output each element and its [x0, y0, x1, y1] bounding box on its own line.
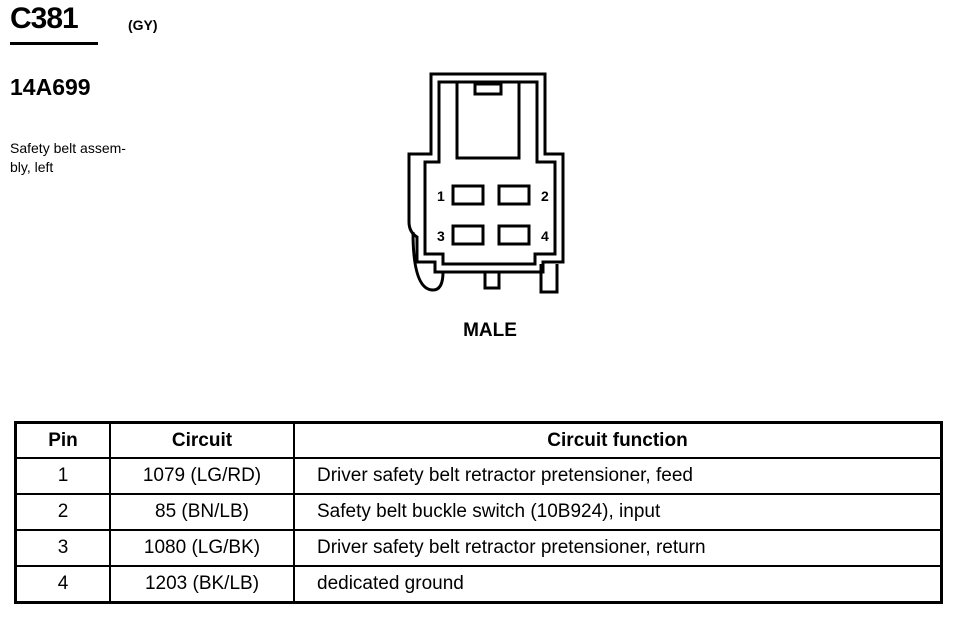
function-cell: Driver safety belt retractor pretensione… — [293, 457, 943, 495]
right-terminal-post — [539, 264, 559, 294]
pin-cell: 4 — [14, 565, 111, 604]
header-circuit-function: Circuit function — [293, 421, 943, 459]
circuit-cell: 1203 (BK/LB) — [109, 565, 295, 604]
pin-cell: 2 — [14, 493, 111, 531]
description-line-2: bly, left — [10, 159, 54, 175]
pin-label-3: 3 — [437, 228, 445, 244]
description-line-1: Safety belt assem- — [10, 140, 126, 156]
latch-slot — [455, 82, 521, 160]
connector-id-underline — [10, 42, 98, 45]
circuit-cell: 1079 (LG/RD) — [109, 457, 295, 495]
pin-label-4: 4 — [541, 228, 549, 244]
pin-cavity-4 — [497, 224, 531, 246]
header-circuit: Circuit — [109, 421, 295, 459]
part-number: 14A699 — [10, 74, 91, 100]
pin-cavity-3 — [451, 224, 485, 246]
connector-id: C381 — [10, 2, 79, 35]
center-terminal-post — [483, 270, 501, 290]
left-lock-hook — [411, 231, 445, 292]
pin-cavity-2 — [497, 184, 531, 206]
function-cell: Driver safety belt retractor pretensione… — [293, 529, 943, 567]
circuit-cell: 85 (BN/LB) — [109, 493, 295, 531]
table-header-row: Pin Circuit Circuit function — [14, 421, 943, 459]
table-row: 1 1079 (LG/RD) Driver safety belt retrac… — [14, 457, 943, 495]
connector-face-diagram: 1 2 3 4 — [407, 72, 565, 294]
pin-cavity-1 — [451, 184, 485, 206]
pin-cell: 1 — [14, 457, 111, 495]
connector-inner-outline — [423, 80, 557, 266]
pin-cell: 3 — [14, 529, 111, 567]
connector-outline — [407, 72, 565, 274]
connector-gender-label: MALE — [463, 320, 517, 341]
pin-table: Pin Circuit Circuit function 1 1079 (LG/… — [14, 421, 943, 604]
table-row: 4 1203 (BK/LB) dedicated ground — [14, 565, 943, 604]
function-cell: dedicated ground — [293, 565, 943, 604]
pin-label-1: 1 — [437, 188, 445, 204]
table-row: 2 85 (BN/LB) Safety belt buckle switch (… — [14, 493, 943, 531]
latch-tab — [473, 82, 503, 96]
connector-description: Safety belt assem- bly, left — [10, 139, 170, 177]
circuit-cell: 1080 (LG/BK) — [109, 529, 295, 567]
pin-label-2: 2 — [541, 188, 549, 204]
header-pin: Pin — [14, 421, 111, 459]
connector-color-code: (GY) — [128, 17, 158, 33]
table-row: 3 1080 (LG/BK) Driver safety belt retrac… — [14, 529, 943, 567]
function-cell: Safety belt buckle switch (10B924), inpu… — [293, 493, 943, 531]
